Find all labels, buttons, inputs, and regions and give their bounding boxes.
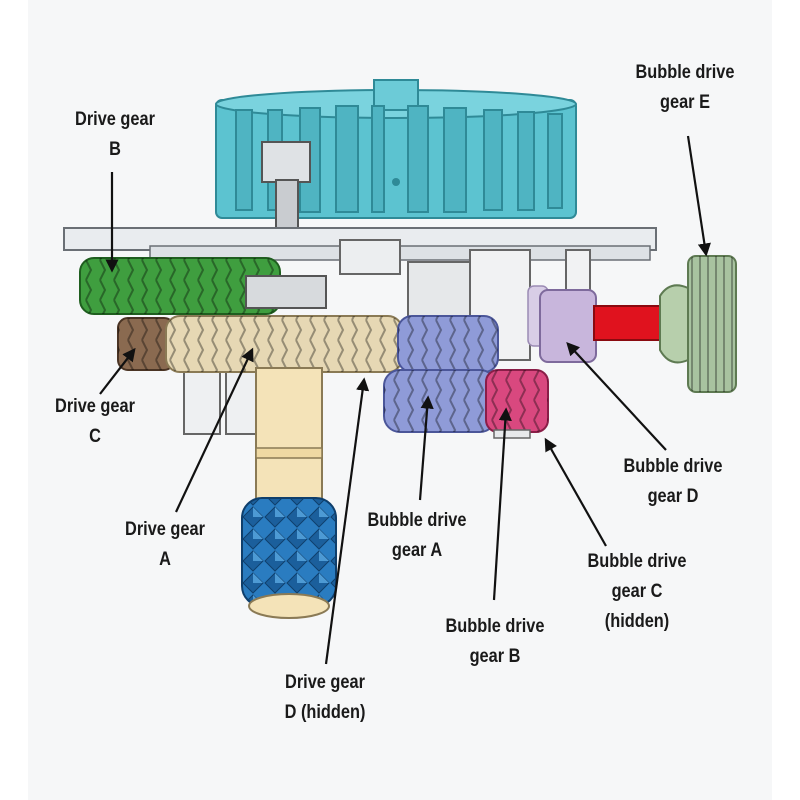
- label-bubble-drive-gear-e: Bubble drive gear E: [621, 58, 750, 118]
- arrow-bubble-drive-gear-b: [492, 407, 512, 601]
- bubble-drive-gear-a-lower-teeth: [384, 370, 496, 432]
- drive-gear-a: [165, 315, 403, 373]
- label-bubble-drive-gear-b-line1: Bubble drive: [445, 616, 545, 637]
- leader-arrows: [99, 135, 711, 665]
- label-drive-gear-a-line2: A: [159, 549, 171, 570]
- arrow-bubble-drive-gear-e: [686, 135, 711, 257]
- blue-knob-body: [241, 497, 337, 607]
- arrow-bubble-drive-gear-a: [418, 395, 434, 501]
- bubble-drive-gear-e-neck: [659, 284, 689, 364]
- arrow-bubble-drive-gear-d: [566, 342, 667, 451]
- label-drive-gear-d-line1: Drive gear: [285, 672, 365, 693]
- bubble-drive-gear-a: [383, 315, 499, 433]
- label-bubble-drive-gear-a: Bubble drive gear A: [353, 506, 482, 566]
- bubble-drive-gear-b: [485, 369, 549, 439]
- blue-knob-cap: [248, 593, 330, 619]
- bubble-drive-gear-e: [659, 255, 737, 393]
- label-drive-gear-a: Drive gear A: [109, 515, 221, 575]
- red-shaft: [593, 305, 661, 341]
- label-bubble-drive-gear-d: Bubble drive gear D: [609, 452, 738, 512]
- label-bubble-drive-gear-b-line2: gear B: [469, 646, 521, 667]
- label-drive-gear-b-line2: B: [109, 139, 121, 160]
- post-block-3: [407, 261, 471, 319]
- drive-gear-b-teeth: [80, 258, 280, 314]
- label-drive-gear-a-line1: Drive gear: [125, 519, 205, 540]
- label-bubble-drive-gear-d-line1: Bubble drive: [623, 456, 723, 477]
- drive-gear-b: [79, 257, 281, 315]
- cream-shaft-band: [255, 447, 323, 459]
- label-bubble-drive-gear-c: Bubble drive gear C (hidden): [573, 547, 702, 637]
- leg-left-1: [183, 369, 221, 435]
- fan-impeller: [215, 79, 577, 219]
- label-bubble-drive-gear-c-line2: gear C: [611, 581, 663, 602]
- arrow-drive-gear-a: [175, 347, 254, 513]
- vertical-shaft: [275, 179, 299, 231]
- hex-nut: [261, 141, 311, 183]
- bubble-drive-gear-b-hub: [493, 429, 531, 439]
- label-bubble-drive-gear-c-line3: (hidden): [604, 611, 670, 632]
- arrow-drive-gear-c: [99, 347, 136, 395]
- label-drive-gear-b: Drive gear B: [59, 105, 171, 165]
- label-drive-gear-c: Drive gear C: [39, 392, 151, 452]
- arrow-drive-gear-d: [324, 377, 370, 665]
- label-drive-gear-c-line1: Drive gear: [55, 396, 135, 417]
- bubble-drive-gear-a-upper-teeth: [398, 316, 498, 372]
- label-drive-gear-b-line1: Drive gear: [75, 109, 155, 130]
- arrow-bubble-drive-gear-c: [544, 437, 607, 547]
- cream-shaft: [255, 367, 323, 523]
- label-bubble-drive-gear-e-line1: Bubble drive: [635, 62, 735, 83]
- label-bubble-drive-gear-a-line2: gear A: [391, 540, 443, 561]
- post-block-1: [339, 239, 401, 275]
- bubble-drive-gear-d: [539, 289, 597, 363]
- label-bubble-drive-gear-a-line1: Bubble drive: [367, 510, 467, 531]
- fan-screw: [392, 178, 400, 186]
- label-bubble-drive-gear-c-line1: Bubble drive: [587, 551, 687, 572]
- hub-collar: [245, 275, 327, 309]
- label-drive-gear-c-line2: C: [89, 426, 101, 447]
- label-drive-gear-d: Drive gear D (hidden): [261, 668, 390, 728]
- bubble-drive-gear-e-teeth: [688, 256, 736, 392]
- label-drive-gear-d-line2: D (hidden): [284, 702, 366, 723]
- drive-gear-a-teeth: [166, 316, 402, 372]
- blue-knob: [241, 497, 337, 619]
- bubble-drive-gear-b-teeth: [486, 370, 548, 432]
- label-bubble-drive-gear-e-line2: gear E: [660, 92, 710, 113]
- label-bubble-drive-gear-b: Bubble drive gear B: [431, 612, 560, 672]
- label-bubble-drive-gear-d-line2: gear D: [647, 486, 699, 507]
